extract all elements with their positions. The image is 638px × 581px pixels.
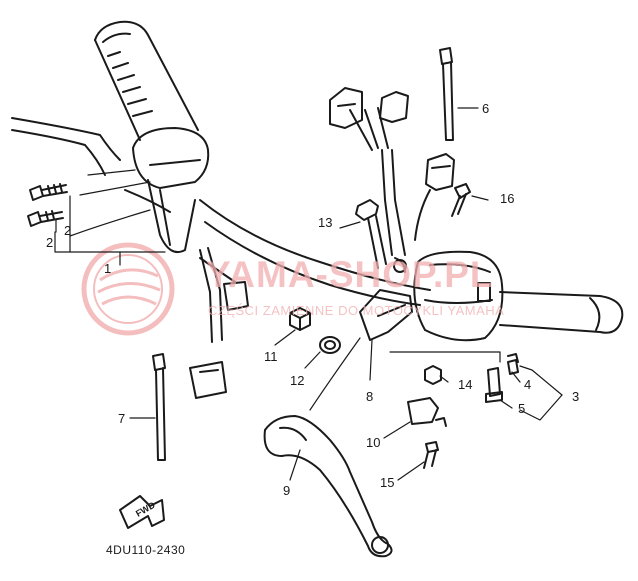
callout-14: 14 xyxy=(458,377,473,392)
watermark-subtext: CZĘŚCI ZAMIENNE DO MOTOCYKLI YAMAHA xyxy=(208,303,505,318)
bolt-13 xyxy=(355,199,387,269)
handlebar-tube xyxy=(11,117,431,306)
nut-11 xyxy=(289,307,311,331)
screw-4 xyxy=(507,353,519,375)
fwd-arrow xyxy=(119,495,165,529)
callout-2b: 2 xyxy=(64,223,72,238)
left-switch-housing xyxy=(132,127,210,254)
callout-3: 3 xyxy=(572,389,580,404)
callout-8: 8 xyxy=(366,389,374,404)
switch-10 xyxy=(407,397,447,427)
right-switch-housing xyxy=(413,250,504,342)
lever-perch xyxy=(359,257,413,341)
leader-lines xyxy=(54,107,563,481)
fwd-label: FWD xyxy=(134,500,157,519)
right-wiring xyxy=(349,107,431,256)
left-grip xyxy=(94,20,199,141)
callout-13: 13 xyxy=(318,215,333,230)
right-grip xyxy=(499,291,624,334)
diagram-code: 4DU110-2430 xyxy=(106,543,186,557)
screw-15 xyxy=(423,441,439,469)
callout-12: 12 xyxy=(290,373,305,388)
cable-tie-6 xyxy=(439,47,454,141)
callout-10: 10 xyxy=(366,435,381,450)
callout-11: 11 xyxy=(264,349,278,364)
connector-a xyxy=(329,87,363,129)
callout-1: 1 xyxy=(104,261,112,276)
callout-7: 7 xyxy=(118,411,126,426)
cable-tie-7 xyxy=(152,353,166,461)
callout-9: 9 xyxy=(283,483,291,498)
callout-15: 15 xyxy=(380,475,395,490)
nut-14 xyxy=(424,365,442,385)
callout-16: 16 xyxy=(500,191,515,206)
callout-5: 5 xyxy=(518,401,526,416)
bolt-16 xyxy=(451,183,471,217)
screw-5 xyxy=(485,367,503,403)
callout-2a: 2 xyxy=(46,235,54,250)
screw-2-upper xyxy=(29,183,68,201)
screw-2-lower xyxy=(27,210,64,227)
connector-c xyxy=(425,153,455,191)
callout-6: 6 xyxy=(482,101,490,116)
washer-12 xyxy=(319,336,341,354)
lever-9 xyxy=(263,415,393,558)
watermark-text: YAMA-SHOP.PL xyxy=(206,254,494,295)
left-wiring xyxy=(189,247,249,399)
callout-4: 4 xyxy=(524,377,532,392)
connector-b xyxy=(379,91,409,123)
